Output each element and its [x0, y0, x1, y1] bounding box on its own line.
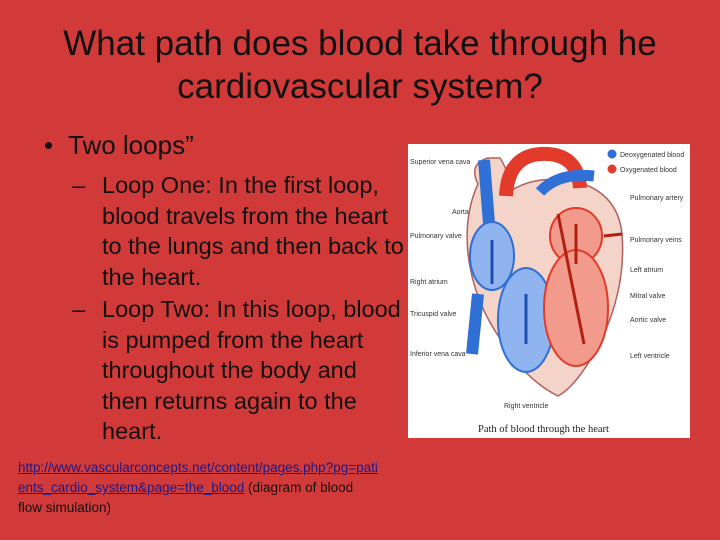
- source-link-suffix: (diagram of blood flow simulation): [18, 480, 354, 515]
- legend-deoxygenated-dot: [607, 149, 617, 159]
- slide-title: What path does blood take through he car…: [63, 24, 657, 106]
- sub-bullet-text: Loop One: In the first loop, blood trave…: [102, 172, 404, 290]
- label-pulmonary-artery: Pulmonary artery: [630, 195, 684, 202]
- sub-bullet-loop-two: – Loop Two: In this loop, blood is pumpe…: [72, 294, 408, 447]
- dash-icon: –: [72, 296, 86, 322]
- label-right-ventricle: Right ventricle: [504, 403, 548, 410]
- sub-bullet-loop-one: – Loop One: In the first loop, blood tra…: [72, 170, 408, 292]
- source-reference: http://www.vascularconcepts.net/content/…: [18, 458, 378, 518]
- sub-bullet-list: – Loop One: In the first loop, blood tra…: [72, 170, 408, 449]
- legend-deoxygenated-label: Deoxygenated blood: [620, 152, 684, 159]
- flow-arrow-red: [603, 232, 623, 238]
- legend-oxygenated-dot: [607, 164, 617, 174]
- label-superior-vena-cava: Superior vena cava: [410, 159, 470, 166]
- dash-icon: –: [72, 172, 86, 198]
- pulmonary-artery: [535, 169, 595, 196]
- source-link[interactable]: http://www.vascularconcepts.net/content/…: [18, 460, 378, 495]
- bullet-dot-icon: •: [44, 130, 54, 160]
- label-aortic-valve: Aortic valve: [630, 317, 666, 324]
- heart-diagram: Deoxygenated blood Oxygenated blood Supe…: [408, 144, 690, 438]
- label-aorta: Aorta: [452, 209, 469, 216]
- label-right-atrium: Right atrium: [410, 279, 448, 286]
- figure-caption: Path of blood through the heart: [478, 424, 609, 435]
- inferior-vena-cava: [466, 293, 484, 355]
- bullet-two-loops: • Two loops”: [44, 128, 194, 162]
- label-tricuspid-valve: Tricuspid valve: [410, 311, 457, 318]
- heart-diagram-svg: Deoxygenated blood Oxygenated blood Supe…: [410, 146, 684, 435]
- label-left-ventricle: Left ventricle: [630, 353, 670, 360]
- sub-bullet-text: Loop Two: In this loop, blood is pumped …: [102, 296, 401, 444]
- label-mitral-valve: Mitral valve: [630, 293, 666, 300]
- label-inferior-vena-cava: Inferior vena cava: [410, 351, 466, 358]
- legend-oxygenated-label: Oxygenated blood: [620, 167, 677, 174]
- bullet-text: Two loops”: [68, 130, 194, 160]
- label-pulmonary-valve: Pulmonary valve: [410, 233, 462, 240]
- label-left-atrium: Left atrium: [630, 267, 663, 274]
- label-pulmonary-veins: Pulmonary veins: [630, 237, 682, 244]
- flow-arrow-red: [556, 213, 586, 345]
